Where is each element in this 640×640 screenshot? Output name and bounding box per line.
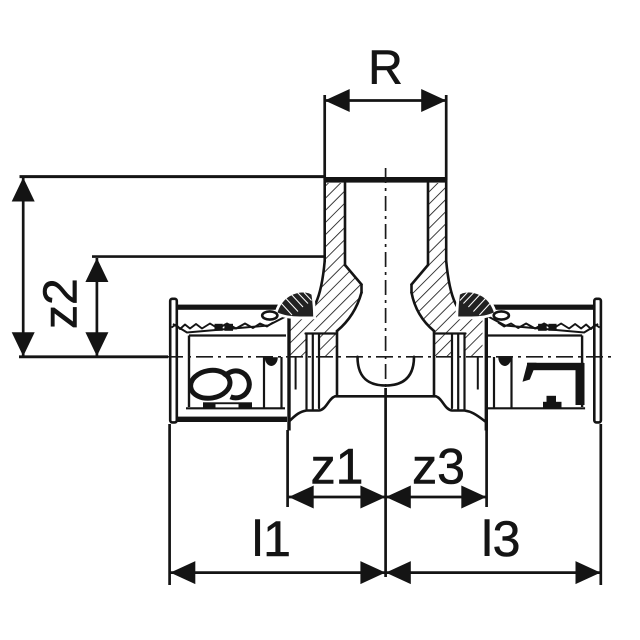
- svg-text:l3: l3: [482, 511, 521, 567]
- svg-text:z3: z3: [412, 439, 465, 495]
- svg-text:l1: l1: [252, 511, 291, 567]
- svg-text:z2: z2: [35, 278, 88, 329]
- svg-text:z1: z1: [311, 439, 364, 495]
- svg-text:R: R: [368, 42, 403, 95]
